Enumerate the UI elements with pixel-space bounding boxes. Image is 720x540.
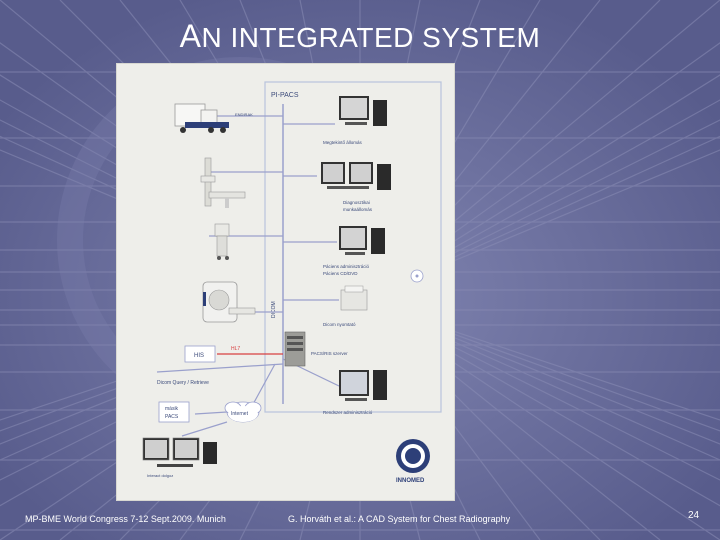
dicom-printer-icon bbox=[340, 285, 368, 311]
system-diagram-canvas: PI-PACS DICOM HL7 bbox=[142, 81, 442, 484]
diagnosztikai-label-1: Diagnosztikai bbox=[343, 200, 370, 205]
hl7-label: HL7 bbox=[231, 346, 240, 352]
xray-stand-icon bbox=[200, 157, 246, 208]
diagnosztikai-label-2: munkaállomás bbox=[343, 207, 373, 212]
pipacs-label: PI-PACS bbox=[271, 92, 299, 99]
interact-label: Interact dolgoz bbox=[147, 473, 173, 478]
his-label: HIS bbox=[194, 353, 204, 359]
pacs-ris-server-icon bbox=[284, 331, 306, 367]
ambulance-icon bbox=[174, 103, 229, 133]
internet-cloud-icon bbox=[224, 401, 262, 423]
paciens-label-1: Páciens adminisztráció bbox=[323, 264, 370, 269]
ct-scanner-icon bbox=[202, 281, 256, 323]
viewer-workstation-icon bbox=[339, 96, 387, 126]
innomed-logo: INNOMED bbox=[396, 439, 430, 484]
masik-pacs-label-2: PACS bbox=[165, 414, 179, 420]
pacs-ris-label: PACS/RIS szerver bbox=[311, 351, 348, 356]
internet-label: Internet bbox=[231, 411, 249, 417]
masik-pacs-label-1: másik bbox=[165, 406, 179, 412]
pipacs-frame bbox=[264, 81, 442, 413]
page-number: 24 bbox=[688, 510, 700, 521]
system-admin-workstation-icon bbox=[339, 370, 387, 401]
remote-workstation-icon bbox=[142, 437, 217, 467]
megtekinto-label: Megtekintő állomás bbox=[323, 140, 363, 145]
footer-citation: G. Horváth et al.: A CAD System for Ches… bbox=[288, 514, 511, 524]
system-diagram: PI-PACS DICOM HL7 bbox=[117, 64, 454, 500]
cd-dvd-icon bbox=[410, 269, 424, 283]
endirak-label: ENDIRAK bbox=[235, 112, 253, 117]
innomed-label: INNOMED bbox=[396, 478, 425, 484]
patient-admin-workstation-icon bbox=[339, 226, 385, 255]
dicom-nyomtato-label: Dicom nyomtató bbox=[323, 322, 356, 327]
slide-title: AN INTEGRATED SYSTEM bbox=[179, 18, 541, 54]
network-links bbox=[156, 115, 340, 437]
paciens-label-2: Páciens CD/DVD bbox=[323, 271, 358, 276]
dicom-vertical-label: DICOM bbox=[271, 301, 277, 318]
diagnostic-workstation-icon bbox=[321, 162, 391, 190]
footer-conference: MP-BME World Congress 7-12 Sept.2009. Mu… bbox=[25, 514, 226, 524]
rendszer-label: Rendszer adminisztráció bbox=[323, 410, 373, 415]
masik-pacs-box bbox=[158, 401, 190, 423]
dicom-query-label: Dicom Query / Retrieve bbox=[157, 380, 209, 386]
ultrasound-icon bbox=[214, 223, 230, 260]
his-box bbox=[184, 345, 216, 363]
